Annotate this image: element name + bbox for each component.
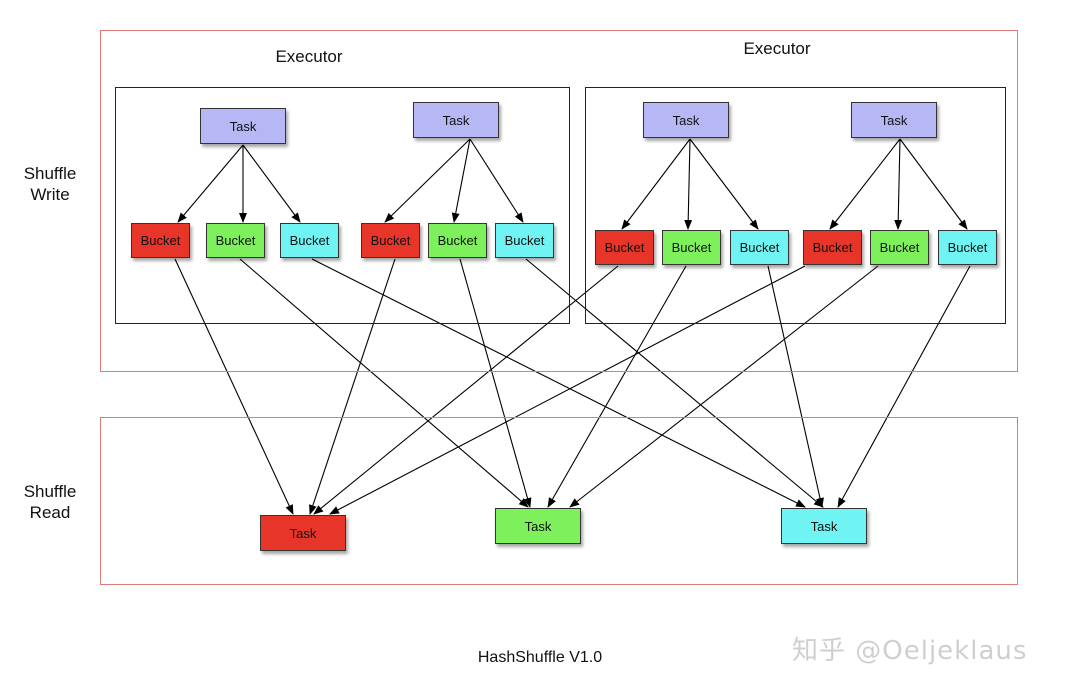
flow-arrow <box>309 258 396 515</box>
bucket-green: Bucket <box>206 223 265 258</box>
flow-arrow <box>829 138 901 230</box>
flow-arrow <box>451 138 471 223</box>
map-task-1: Task <box>200 108 286 144</box>
flow-arrow <box>547 265 687 508</box>
shuffle-write-label: Shuffle Write <box>23 164 77 204</box>
flow-arrow <box>459 258 532 508</box>
executor-2 <box>585 87 1006 324</box>
bucket-red: Bucket <box>361 223 420 258</box>
flow-arrow <box>311 258 806 508</box>
reduce-task-cyan: Task <box>781 508 867 544</box>
flow-arrow <box>837 265 971 508</box>
flow-arrow <box>177 144 244 223</box>
flow-arrow <box>469 138 524 223</box>
flow-arrow <box>894 138 903 230</box>
flow-arrow <box>684 138 693 230</box>
flow-arrow <box>621 138 691 230</box>
bucket-red: Bucket <box>803 230 862 265</box>
map-task-2: Task <box>413 102 499 138</box>
shuffle-read-label: Shuffle Read <box>23 482 77 522</box>
flow-arrow <box>899 138 968 230</box>
flow-arrow <box>689 138 759 230</box>
bucket-cyan: Bucket <box>938 230 997 265</box>
bucket-green: Bucket <box>428 223 487 258</box>
executor-1-label: Executor <box>275 47 343 66</box>
bucket-green: Bucket <box>870 230 929 265</box>
executor-1 <box>115 87 570 324</box>
bucket-red: Bucket <box>131 223 190 258</box>
flow-arrow <box>313 265 619 515</box>
bucket-red: Bucket <box>595 230 654 265</box>
diagram-caption: HashShuffle V1.0 <box>477 649 603 666</box>
flow-arrow <box>569 265 879 508</box>
reduce-task-green: Task <box>495 508 581 544</box>
shuffle-write-zone <box>100 30 1018 372</box>
map-task-3: Task <box>643 102 729 138</box>
shuffle-read-zone <box>100 417 1018 585</box>
flow-arrow <box>329 265 806 515</box>
reduce-task-red: Task <box>260 515 346 551</box>
bucket-cyan: Bucket <box>495 223 554 258</box>
map-task-4: Task <box>851 102 937 138</box>
flow-arrow <box>174 258 294 515</box>
flow-arrow <box>384 138 471 223</box>
flow-arrow <box>242 144 301 223</box>
bucket-green: Bucket <box>662 230 721 265</box>
bucket-cyan: Bucket <box>730 230 789 265</box>
bucket-cyan: Bucket <box>280 223 339 258</box>
watermark: 知乎 @Oeljeklaus <box>792 636 1028 666</box>
executor-2-label: Executor <box>743 39 811 58</box>
flow-arrow <box>239 258 529 508</box>
flow-arrow <box>767 265 824 508</box>
